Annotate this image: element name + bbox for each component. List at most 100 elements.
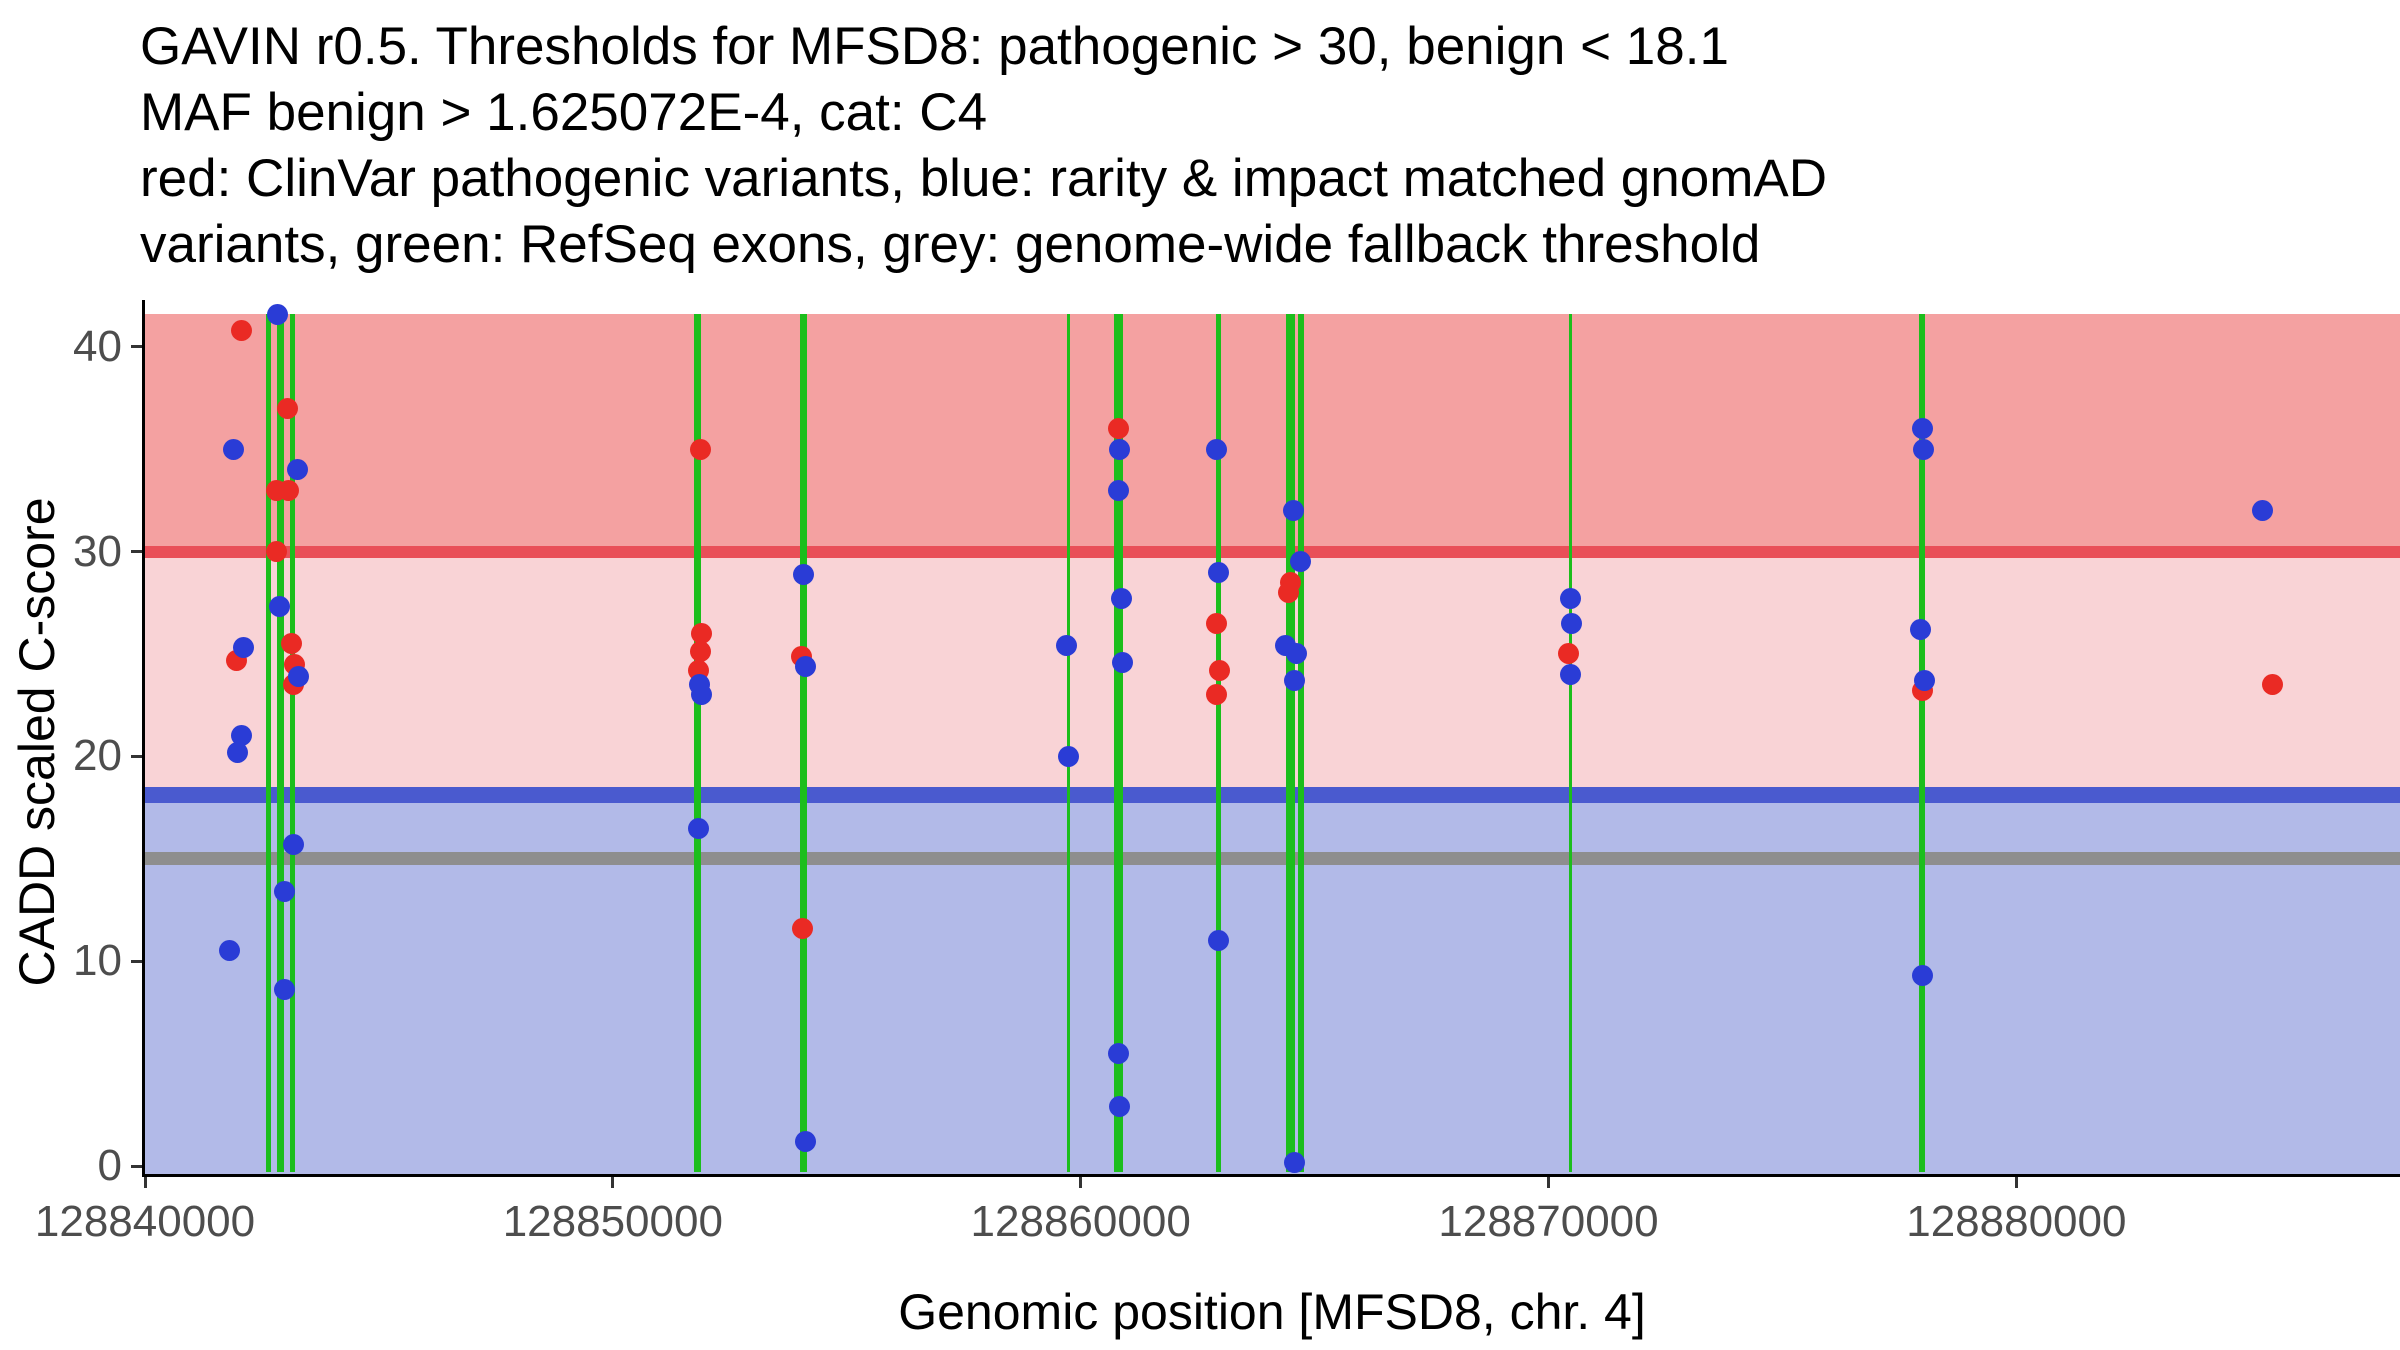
x-tick-mark [1547, 1177, 1551, 1188]
data-point-gnomad-matched [1284, 1152, 1306, 1174]
data-point-gnomad-matched [287, 666, 309, 687]
data-point-clinvar-pathogenic [2262, 674, 2284, 696]
x-axis-line [142, 1174, 2400, 1177]
data-point-gnomad-matched [223, 438, 245, 460]
data-point-gnomad-matched [273, 979, 295, 1001]
data-point-gnomad-matched [1207, 930, 1229, 952]
plot-title-line-1: GAVIN r0.5. Thresholds for MFSD8: pathog… [140, 17, 1729, 76]
data-point-clinvar-pathogenic [1205, 612, 1227, 634]
benign-threshold-line [145, 787, 2400, 804]
data-point-gnomad-matched [2251, 500, 2273, 522]
data-point-gnomad-matched [1107, 479, 1129, 501]
data-point-clinvar-pathogenic [1558, 643, 1580, 665]
data-point-gnomad-matched [1914, 670, 1936, 692]
pathogenic-threshold-line [145, 545, 2400, 558]
data-point-gnomad-matched [269, 596, 291, 618]
data-point-gnomad-matched [218, 940, 240, 962]
data-point-gnomad-matched [1286, 643, 1308, 665]
exon-line [1919, 314, 1926, 1172]
y-tick-mark [131, 754, 142, 758]
y-tick-mark [131, 1164, 142, 1168]
y-axis-line [142, 300, 145, 1177]
data-point-gnomad-matched [1911, 418, 1933, 440]
data-point-clinvar-pathogenic [1206, 684, 1228, 706]
data-point-gnomad-matched [1108, 1042, 1130, 1064]
exon-line [1114, 314, 1124, 1172]
exon-line [1285, 314, 1295, 1172]
data-point-gnomad-matched [1911, 965, 1933, 987]
data-point-gnomad-matched [1056, 635, 1078, 657]
x-tick-label: 128870000 [1438, 1197, 1659, 1246]
exon-line [277, 314, 285, 1172]
exon-line [1215, 314, 1221, 1172]
x-tick-mark [2014, 1177, 2018, 1188]
x-axis-label: Genomic position [MFSD8, chr. 4] [898, 1284, 1646, 1340]
x-tick-mark [143, 1177, 147, 1188]
x-tick-label: 128840000 [34, 1197, 256, 1246]
plot-title: GAVIN r0.5. Thresholds for MFSD8: pathog… [140, 14, 1827, 278]
data-point-clinvar-pathogenic [277, 479, 299, 501]
y-tick-label: 10 [73, 936, 122, 986]
data-point-gnomad-matched [1207, 561, 1229, 583]
data-point-gnomad-matched [283, 833, 305, 855]
data-point-clinvar-pathogenic [1209, 659, 1231, 681]
exon-line [289, 314, 295, 1172]
data-point-gnomad-matched [230, 725, 252, 747]
data-point-gnomad-matched [1910, 618, 1932, 640]
data-point-gnomad-matched [1559, 588, 1581, 610]
data-point-gnomad-matched [273, 881, 295, 903]
y-tick-label: 40 [73, 321, 122, 371]
y-tick-mark [131, 959, 142, 963]
data-point-clinvar-pathogenic [1278, 582, 1300, 604]
data-point-gnomad-matched [227, 741, 249, 763]
plot-title-line-3: red: ClinVar pathogenic variants, blue: … [140, 149, 1827, 208]
pathogenic-zone-band [145, 314, 2400, 552]
fallback-threshold-line [145, 852, 2400, 866]
x-tick-mark [1079, 1177, 1083, 1188]
data-point-gnomad-matched [232, 637, 254, 659]
data-point-gnomad-matched [795, 1130, 817, 1152]
x-tick-label: 128860000 [970, 1197, 1191, 1246]
data-point-gnomad-matched [287, 459, 309, 481]
data-point-gnomad-matched [1110, 588, 1132, 610]
data-point-clinvar-pathogenic [281, 633, 303, 655]
data-point-gnomad-matched [1109, 1096, 1131, 1118]
data-point-gnomad-matched [1283, 670, 1305, 692]
data-point-gnomad-matched [1112, 651, 1134, 673]
plot-title-line-4: variants, green: RefSeq exons, grey: gen… [140, 215, 1761, 274]
y-tick-label: 0 [97, 1141, 122, 1190]
data-point-gnomad-matched [795, 655, 817, 677]
y-tick-mark [131, 550, 142, 554]
data-point-gnomad-matched [1109, 438, 1131, 460]
exon-line [266, 314, 272, 1172]
data-point-gnomad-matched [267, 303, 289, 325]
data-point-gnomad-matched [1282, 500, 1304, 522]
exon-line [799, 314, 807, 1172]
y-tick-label: 30 [73, 526, 122, 576]
exon-line [1066, 314, 1070, 1172]
data-point-clinvar-pathogenic [691, 623, 713, 644]
x-tick-mark [611, 1177, 615, 1188]
data-point-gnomad-matched [1912, 438, 1934, 460]
data-point-gnomad-matched [1057, 745, 1079, 767]
x-tick-label: 128880000 [1906, 1197, 2127, 1246]
data-point-gnomad-matched [1206, 438, 1228, 460]
data-point-clinvar-pathogenic [230, 319, 252, 341]
plot-title-line-2: MAF benign > 1.625072E-4, cat: C4 [140, 83, 988, 142]
uncertain-zone-band [145, 551, 2400, 796]
exon-line [1568, 314, 1572, 1172]
data-point-gnomad-matched [793, 563, 815, 585]
data-point-clinvar-pathogenic [276, 397, 298, 419]
x-tick-label: 128850000 [502, 1197, 723, 1246]
exon-line [694, 314, 702, 1172]
data-point-gnomad-matched [690, 684, 712, 706]
data-point-gnomad-matched [688, 817, 710, 839]
exon-line [1297, 314, 1304, 1172]
data-point-clinvar-pathogenic [689, 641, 711, 663]
data-point-gnomad-matched [1290, 551, 1312, 573]
data-point-clinvar-pathogenic [792, 917, 814, 939]
y-tick-mark [131, 345, 142, 349]
data-point-clinvar-pathogenic [266, 541, 288, 563]
data-point-gnomad-matched [1559, 663, 1581, 685]
